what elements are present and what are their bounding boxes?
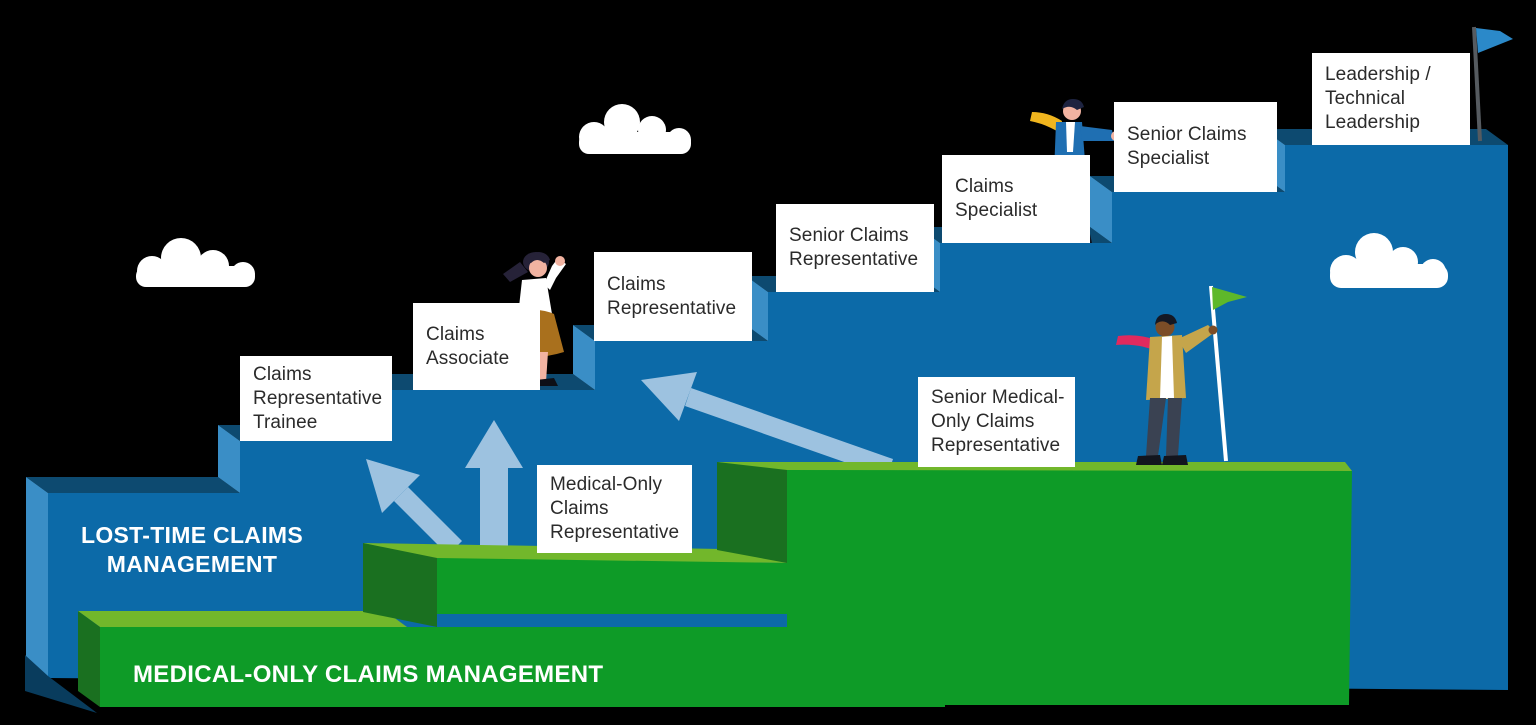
role-line: Medical-Only	[550, 474, 663, 495]
role-label-senior-claims-representative: Senior Claims Representative	[776, 204, 934, 292]
woman-head	[529, 259, 547, 277]
green-step1-front	[100, 627, 945, 707]
band-line: LOST-TIME CLAIMS	[80, 522, 303, 548]
green-platforms	[78, 462, 1352, 707]
green-step1-top	[78, 611, 407, 627]
man-goal-flag-figure	[1116, 285, 1247, 465]
role-label-senior-claims-specialist: Senior Claims Specialist	[1114, 102, 1277, 192]
cloud	[136, 238, 255, 287]
role-line: Senior Claims	[789, 225, 909, 246]
green-platform-side	[717, 462, 787, 563]
role-line: Claims	[607, 273, 666, 295]
role-line: Claims	[550, 498, 609, 519]
promotion-arrows	[366, 372, 893, 555]
role-line: Representative	[789, 249, 919, 270]
green-platform-top	[717, 462, 1352, 472]
role-line: Specialist	[955, 200, 1038, 221]
role-line: Senior Claims	[1127, 124, 1247, 145]
role-line: Claims	[426, 323, 485, 345]
role-label-claims-specialist: Claims Specialist	[942, 155, 1090, 243]
role-line: Technical	[1325, 88, 1406, 109]
goal-flag-pole	[1209, 285, 1228, 462]
role-line: Specialist	[1127, 148, 1210, 169]
role-line: Only Claims	[931, 411, 1035, 432]
green-step2-side	[363, 543, 437, 627]
cloud	[579, 104, 691, 154]
green-step2-top	[363, 543, 790, 563]
goal-flag-icon	[1212, 287, 1247, 310]
role-line: Representative	[550, 522, 680, 543]
role-line: Trainee	[253, 411, 318, 433]
band-line: MANAGEMENT	[106, 551, 278, 577]
cloud	[1330, 233, 1448, 288]
role-line: Representative	[253, 387, 383, 409]
yellow-scarf	[1030, 112, 1062, 133]
role-line: Leadership /	[1325, 64, 1431, 85]
role-line: Claims	[253, 363, 312, 385]
role-label-medical-only-claims-representative: Medical-Only Claims Representative	[537, 465, 692, 553]
role-line: Representative	[931, 435, 1061, 456]
lost-time-claims-management-band: LOST-TIME CLAIMS MANAGEMENT	[58, 521, 326, 579]
role-line: Claims	[955, 176, 1014, 197]
arrow-up-icon	[465, 420, 523, 548]
role-line: Representative	[607, 297, 737, 319]
green-step1-side	[78, 611, 100, 707]
role-label-claims-associate: Claims Associate	[413, 303, 540, 390]
stair-base-shadow	[25, 655, 97, 713]
role-label-senior-medical-only-claims-representative: Senior Medical- Only Claims Representati…	[918, 377, 1075, 467]
summit-flag-icon	[1472, 26, 1513, 142]
role-label-claims-representative: Claims Representative	[594, 252, 752, 341]
green-step2-front	[437, 558, 790, 614]
clouds	[136, 104, 1448, 288]
role-line: Senior Medical-	[931, 387, 1065, 408]
role-line: Leadership	[1325, 112, 1421, 133]
medical-only-claims-management-band: MEDICAL-ONLY CLAIMS MANAGEMENT	[133, 661, 604, 688]
arrow-up-left-small-icon	[366, 459, 462, 555]
role-line: Associate	[426, 347, 510, 369]
arrow-up-left-large-icon	[641, 372, 893, 477]
role-label-claims-representative-trainee: Claims Representative Trainee	[240, 356, 392, 441]
role-label-leadership-technical-leadership: Leadership / Technical Leadership	[1312, 53, 1470, 145]
